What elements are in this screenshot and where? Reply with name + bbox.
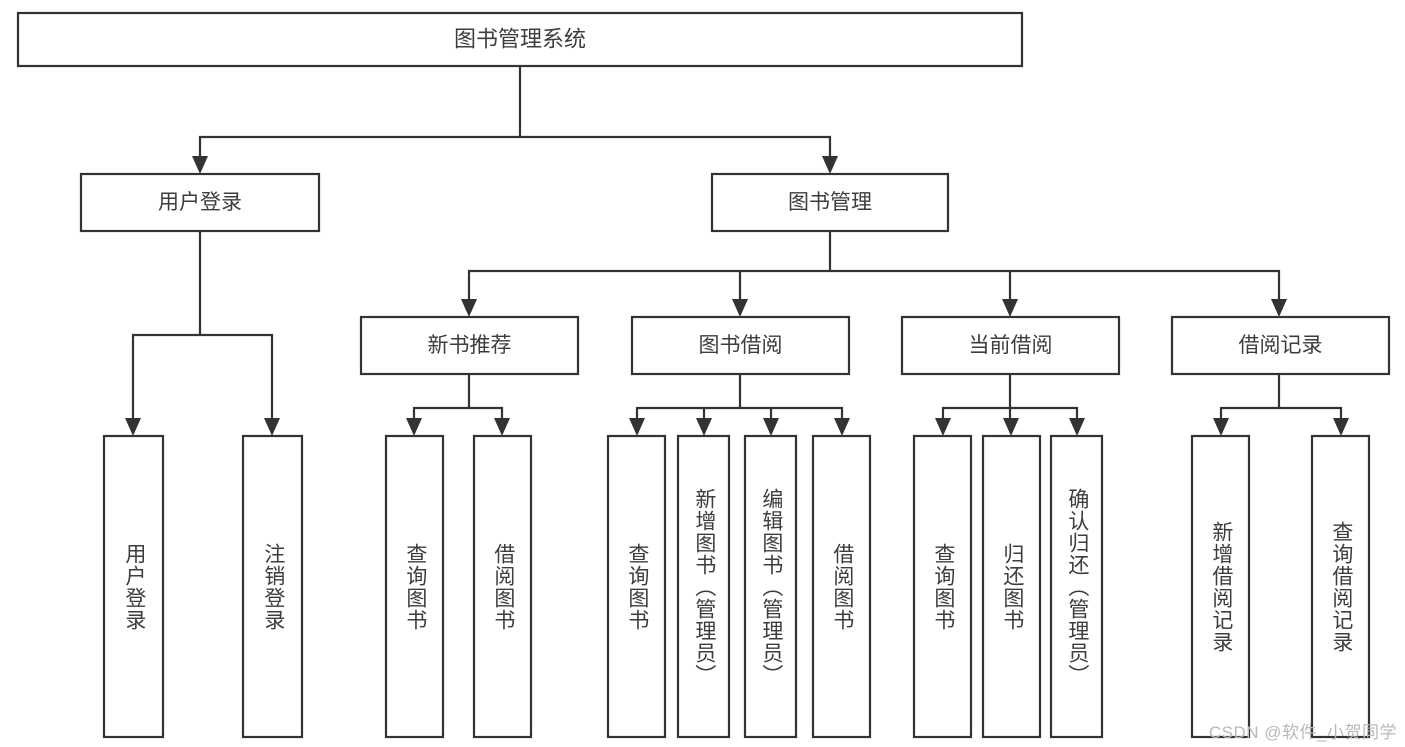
arrow-head-icon [822, 156, 838, 174]
leaf-node-rect[interactable] [981, 434, 1042, 739]
leaf-node-rect[interactable] [811, 434, 872, 739]
level3-node-label: 借阅记录 [1239, 334, 1323, 357]
level2-node-user-login[interactable]: 用户登录 [79, 172, 321, 233]
level3-node-label: 图书借阅 [699, 334, 783, 357]
leaf-node-rect[interactable] [606, 434, 667, 739]
leaf-node-leaf-query-book-rec[interactable] [384, 434, 445, 739]
connector-book-manage-bus [461, 229, 1287, 317]
leaf-node-rect[interactable] [1310, 434, 1371, 739]
arrow-head-icon [494, 418, 510, 436]
arrow-head-icon [192, 156, 208, 174]
level3-node-rect[interactable] [359, 315, 580, 376]
leaf-node-rect[interactable] [912, 434, 973, 739]
leaf-node-rect[interactable] [743, 434, 798, 739]
arrow-head-icon [629, 418, 645, 436]
leaf-node-rect[interactable] [241, 434, 304, 739]
connector-book-borrow-bus [629, 372, 850, 436]
arrow-head-icon [732, 299, 748, 317]
level3-node-rect[interactable] [630, 315, 851, 376]
arrow-head-icon [935, 418, 951, 436]
connector-user-login-bus [125, 229, 280, 436]
level3-node-label: 当前借阅 [969, 334, 1053, 357]
leaf-node-leaf-user-login[interactable] [102, 434, 165, 739]
leaf-node-leaf-query-record[interactable] [1310, 434, 1371, 739]
leaf-node-leaf-edit-book[interactable] [743, 434, 798, 739]
connector-current-borrow-bus [935, 372, 1085, 436]
leaf-node-leaf-borrow-book-rec[interactable] [472, 434, 533, 739]
leaf-node-leaf-return-book[interactable] [981, 434, 1042, 739]
connector-new-book-bus [406, 372, 510, 436]
root-node-label: 图书管理系统 [454, 26, 586, 51]
connector-root-bus [192, 64, 838, 174]
arrow-head-icon [1069, 418, 1085, 436]
leaf-node-rect[interactable] [1190, 434, 1251, 739]
level2-node-book-manage[interactable]: 图书管理 [710, 172, 950, 233]
arrow-head-icon [1271, 299, 1287, 317]
arrow-head-icon [763, 418, 779, 436]
arrow-head-icon [264, 418, 280, 436]
level2-node-rect[interactable] [710, 172, 950, 233]
connector-borrow-record-bus [1213, 372, 1349, 436]
arrow-head-icon [1333, 418, 1349, 436]
arrow-head-icon [1002, 299, 1018, 317]
level3-node-book-borrow[interactable]: 图书借阅 [630, 315, 851, 376]
arrow-head-icon [406, 418, 422, 436]
connector-path [1219, 372, 1343, 424]
leaf-node-leaf-add-book[interactable] [676, 434, 731, 739]
connector-path [941, 372, 1079, 424]
arrow-head-icon [1213, 418, 1229, 436]
leaf-node-leaf-borrow-book-bor[interactable] [811, 434, 872, 739]
leaf-node-leaf-query-book-cur[interactable] [912, 434, 973, 739]
leaf-node-rect[interactable] [384, 434, 445, 739]
leaf-node-rect[interactable] [1049, 434, 1104, 739]
leaf-node-rect[interactable] [102, 434, 165, 739]
connector-layer [125, 64, 1349, 436]
root-node-rect[interactable] [16, 11, 1024, 68]
leaf-node-leaf-confirm-return[interactable] [1049, 434, 1104, 739]
connector-path [635, 372, 844, 424]
arrow-head-icon [696, 418, 712, 436]
connector-path [467, 229, 1281, 305]
level3-node-label: 新书推荐 [428, 334, 512, 357]
level2-node-label: 用户登录 [158, 191, 242, 214]
root-node-root[interactable]: 图书管理系统 [16, 11, 1024, 68]
leaf-node-rect[interactable] [472, 434, 533, 739]
level3-node-rect[interactable] [900, 315, 1121, 376]
leaf-node-leaf-add-record[interactable] [1190, 434, 1251, 739]
connector-path [198, 64, 832, 162]
connector-path [131, 229, 274, 424]
arrow-head-icon [461, 299, 477, 317]
level3-node-current-borrow[interactable]: 当前借阅 [900, 315, 1121, 376]
leaf-node-leaf-user-logout[interactable] [241, 434, 304, 739]
leaf-node-leaf-query-book-bor[interactable] [606, 434, 667, 739]
arrow-head-icon [1003, 418, 1019, 436]
level3-node-borrow-record[interactable]: 借阅记录 [1170, 315, 1391, 376]
level2-node-label: 图书管理 [788, 191, 872, 214]
leaf-node-rect[interactable] [676, 434, 731, 739]
arrow-head-icon [125, 418, 141, 436]
arrow-head-icon [834, 418, 850, 436]
level3-node-rect[interactable] [1170, 315, 1391, 376]
level3-node-new-book-recommend[interactable]: 新书推荐 [359, 315, 580, 376]
level2-node-rect[interactable] [79, 172, 321, 233]
connector-path [412, 372, 504, 424]
